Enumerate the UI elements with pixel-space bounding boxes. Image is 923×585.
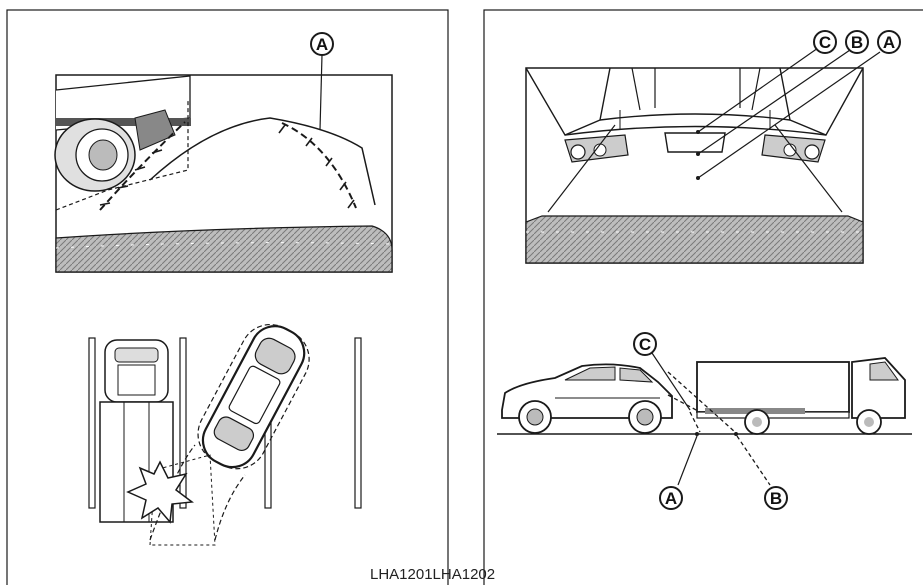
left-monitor-view: A <box>55 33 392 272</box>
ground-curve <box>150 118 375 205</box>
right-panel: C B A <box>484 10 923 585</box>
parking-line-1 <box>89 338 95 508</box>
predicted-course-right <box>282 123 356 208</box>
callout-c-label: C <box>819 33 831 52</box>
callout-a-label: A <box>316 35 328 54</box>
left-bumper <box>56 226 392 272</box>
callout-c-label: C <box>639 335 651 354</box>
callout-b-label: B <box>851 33 863 52</box>
truck-side-view <box>697 358 905 434</box>
parking-line-4 <box>355 338 361 508</box>
callout-b-label: B <box>770 489 782 508</box>
rear-plate <box>665 133 725 152</box>
car-top-view <box>187 314 319 479</box>
parking-top-view <box>89 314 361 545</box>
callout-a-label: A <box>665 489 677 508</box>
callout-a-leader <box>320 55 322 130</box>
right-monitor-view: C B A <box>526 31 900 263</box>
side-view: C A B <box>497 333 912 509</box>
car-side-view <box>502 364 672 433</box>
figure-code-caption: LHA1201LHA1202 <box>370 566 495 583</box>
callout-a-label: A <box>883 33 895 52</box>
right-bumper <box>526 216 863 263</box>
right-panel-frame <box>484 10 923 585</box>
left-panel: A <box>7 10 448 585</box>
